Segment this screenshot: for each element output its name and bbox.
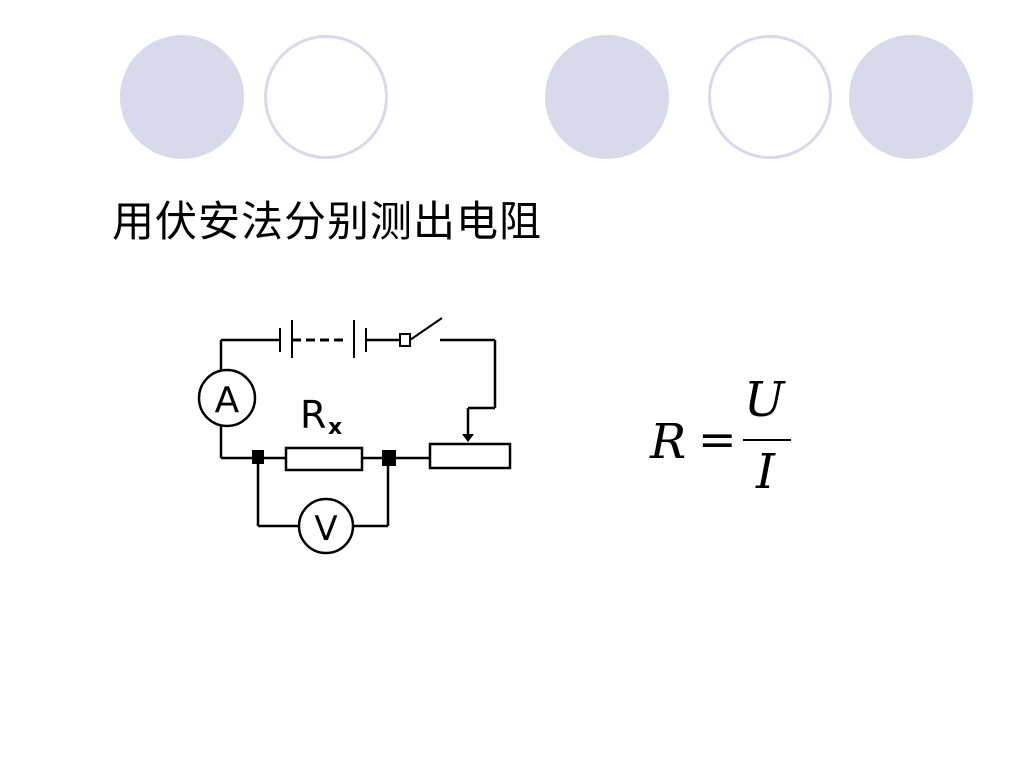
junction-node-left [252,450,264,464]
ohm-law-formula: R = U I [648,372,808,508]
formula-equals: = [698,412,737,466]
slide-title: 用伏安法分别测出电阻 [112,197,543,246]
circuit-diagram: A R x V [197,317,512,555]
resistor-label-main: R [300,393,326,437]
ammeter-icon [197,368,257,428]
formula-lhs: R [650,414,687,470]
decor-circle-outline-2 [708,35,832,159]
battery [279,320,367,358]
voltmeter-label: V [314,509,337,549]
decor-circle-filled-3 [849,35,973,159]
fraction-bar [743,439,791,441]
decor-circle-outline-1 [264,35,388,159]
resistor-label-sub: x [328,415,342,440]
ammeter-label: A [215,380,240,421]
slider-arrow [462,434,474,442]
decor-circle-filled-1 [120,35,244,159]
switch [399,317,443,347]
resistor-rx [284,446,364,472]
rheostat [428,442,512,470]
decor-circle-filled-2 [545,35,669,159]
formula-denominator: I [756,444,775,500]
formula-numerator: U [744,372,785,428]
